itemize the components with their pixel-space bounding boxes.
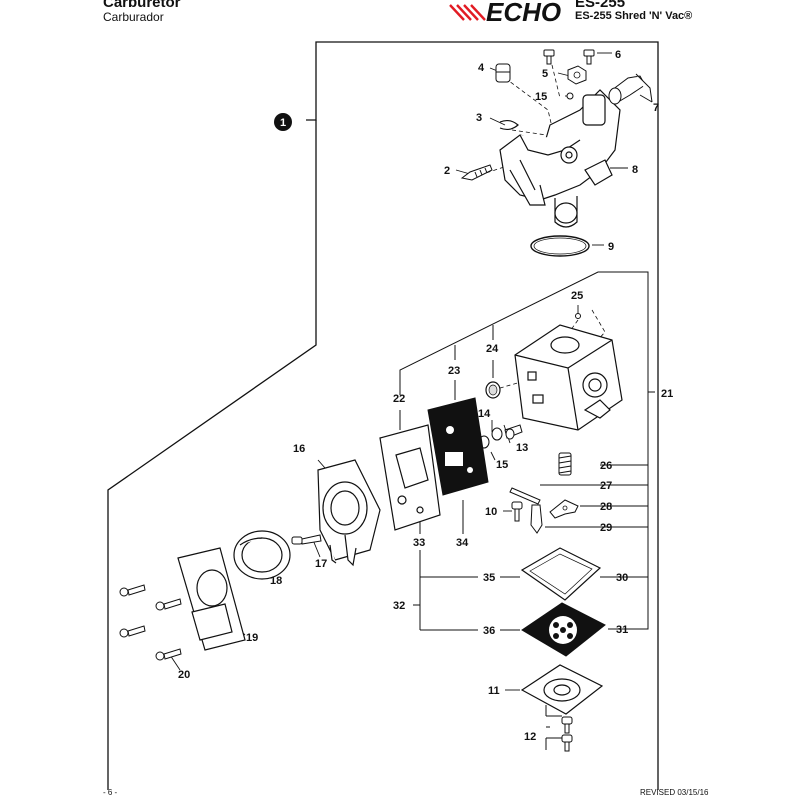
callout-21: 21 (661, 388, 673, 400)
callout-6: 6 (615, 49, 621, 61)
callout-1-badge (274, 113, 292, 131)
part-16-pump-body (317, 459, 381, 567)
subassembly-21-bracket (399, 271, 655, 750)
callout-15-top: 15 (535, 91, 547, 103)
page-number: - 6 - (103, 788, 118, 797)
callout-1: 1 (280, 117, 286, 129)
model-number: ES-255 (575, 0, 626, 11)
callout-23: 23 (448, 365, 460, 377)
callout-27: 27 (600, 480, 612, 492)
callout-16: 16 (293, 443, 305, 455)
callout-31: 31 (616, 624, 628, 636)
callout-14: 14 (478, 408, 491, 420)
part-15-ball-top (566, 92, 574, 100)
part-23-diaphragm (427, 397, 489, 496)
echo-logo: ECHO (449, 0, 561, 24)
revision-date: REVISED 03/15/16 (640, 788, 709, 797)
callout-labels: 4 5 6 15 7 3 2 8 9 25 24 23 22 21 14 13 … (178, 49, 673, 743)
part-25-ball (575, 313, 581, 319)
callout-9: 9 (608, 241, 614, 253)
page-title: Carburetor (103, 0, 181, 11)
part-3-clip (499, 119, 519, 131)
callout-11: 11 (488, 685, 500, 697)
part-2-screw (460, 164, 493, 181)
callout-32: 32 (393, 600, 405, 612)
callout-5: 5 (542, 68, 548, 80)
callout-22: 22 (393, 393, 405, 405)
part-11-metering-cover (520, 664, 604, 715)
part-5-nut (567, 65, 587, 85)
part-28-lever (549, 499, 579, 519)
callout-18: 18 (270, 575, 282, 587)
callout-36: 36 (483, 625, 495, 637)
callout-24: 24 (486, 343, 499, 355)
callout-19: 19 (246, 632, 258, 644)
callout-29: 29 (600, 522, 612, 534)
part-22-gasket (379, 424, 441, 531)
part-12-screws (561, 716, 573, 752)
callout-13: 13 (516, 442, 528, 454)
callout-30: 30 (616, 572, 628, 584)
o-ring-gasket (530, 235, 590, 257)
part-4-screw (495, 63, 511, 83)
part-6-screws (543, 49, 595, 65)
callout-15-bottom: 15 (496, 459, 508, 471)
carburetor-body (514, 324, 623, 431)
callout-28: 28 (600, 501, 612, 513)
part-17-screw (291, 534, 322, 545)
part-35-gasket (520, 547, 602, 601)
part-29-needle-valve (530, 504, 543, 534)
callout-17: 17 (315, 558, 327, 570)
part-36-metering-diaphragm (521, 602, 606, 657)
callout-12: 12 (524, 731, 536, 743)
part-26-spring (558, 452, 572, 476)
callout-26: 26 (600, 460, 612, 472)
part-27-pin (509, 487, 541, 505)
svg-text:ECHO: ECHO (486, 0, 561, 24)
part-19-cover-plate (177, 547, 246, 651)
callout-33: 33 (413, 537, 425, 549)
callout-25: 25 (571, 290, 583, 302)
part-18-dome-cap (233, 530, 291, 580)
part-7-lever (608, 73, 653, 105)
assembly-bracket (107, 41, 659, 790)
callout-3: 3 (476, 112, 482, 124)
page-subtitle: Carburador (103, 10, 164, 24)
callout-20: 20 (178, 669, 190, 681)
callout-35: 35 (483, 572, 495, 584)
callout-10: 10 (485, 506, 497, 518)
callout-34: 34 (456, 537, 469, 549)
part-20-screws (119, 584, 182, 661)
carburetor-top-body (499, 89, 621, 228)
callout-7: 7 (653, 102, 659, 114)
part-10-screw (511, 501, 523, 522)
callout-2: 2 (444, 165, 450, 177)
callout-4: 4 (478, 62, 485, 74)
callout-8: 8 (632, 164, 638, 176)
model-name: ES-255 Shred 'N' Vac® (575, 10, 693, 22)
